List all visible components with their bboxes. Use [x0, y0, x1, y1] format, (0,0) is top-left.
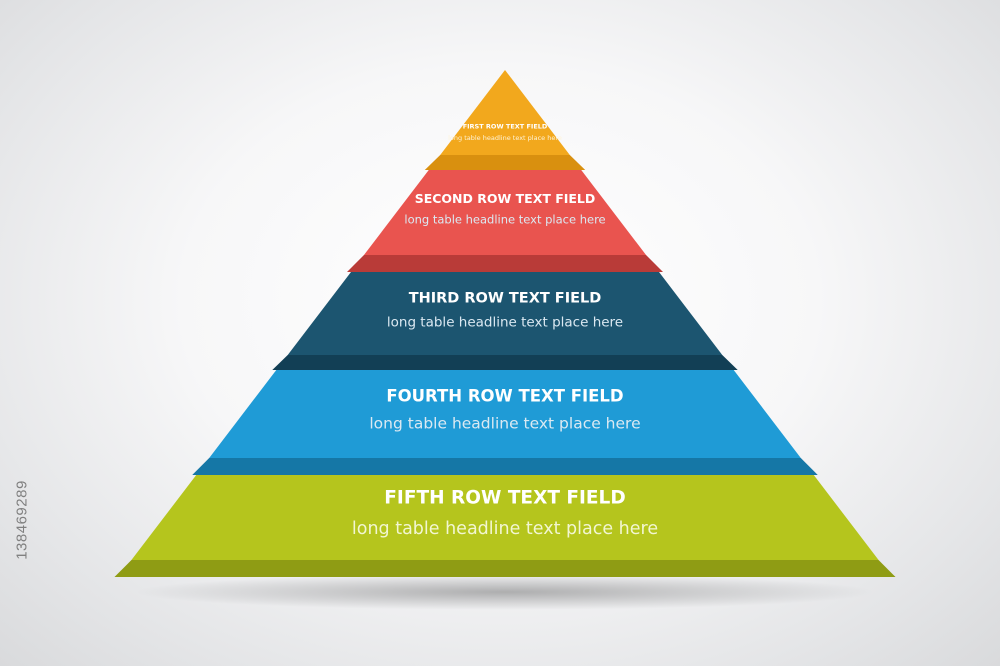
- row-4-title: FOURTH ROW TEXT FIELD: [386, 387, 623, 406]
- pyramid-band-4: [209, 370, 801, 458]
- floor-shadow: [135, 574, 875, 610]
- pyramid-band-1-edge: [424, 155, 586, 170]
- pyramid-band-4-edge: [192, 458, 818, 475]
- pyramid-band-2: [363, 170, 647, 255]
- pyramid-band-3-edge: [272, 355, 738, 370]
- row-5-title: FIFTH ROW TEXT FIELD: [384, 488, 625, 509]
- stock-id-label: 138469289: [12, 430, 32, 610]
- pyramid-labels: FIRST ROW TEXT FIELD long table headline…: [352, 122, 658, 539]
- pyramid-band-3: [287, 272, 723, 355]
- pyramid-band-5-edge: [114, 560, 896, 577]
- row-2-title: SECOND ROW TEXT FIELD: [415, 191, 596, 206]
- row-1-title: FIRST ROW TEXT FIELD: [463, 122, 548, 130]
- row-4-subtitle: long table headline text place here: [369, 415, 640, 433]
- row-5-subtitle: long table headline text place here: [352, 519, 658, 539]
- row-1-subtitle: long table headline text place here: [448, 134, 562, 142]
- row-3-subtitle: long table headline text place here: [387, 314, 623, 330]
- pyramid-band-2-edge: [347, 255, 663, 272]
- row-3-title: THIRD ROW TEXT FIELD: [409, 291, 602, 307]
- stock-id-text: 138469289: [13, 480, 31, 560]
- pyramid-bands: [114, 70, 896, 577]
- pyramid-band-1: [440, 70, 570, 155]
- pyramid-band-5: [131, 475, 879, 560]
- row-2-subtitle: long table headline text place here: [404, 212, 605, 226]
